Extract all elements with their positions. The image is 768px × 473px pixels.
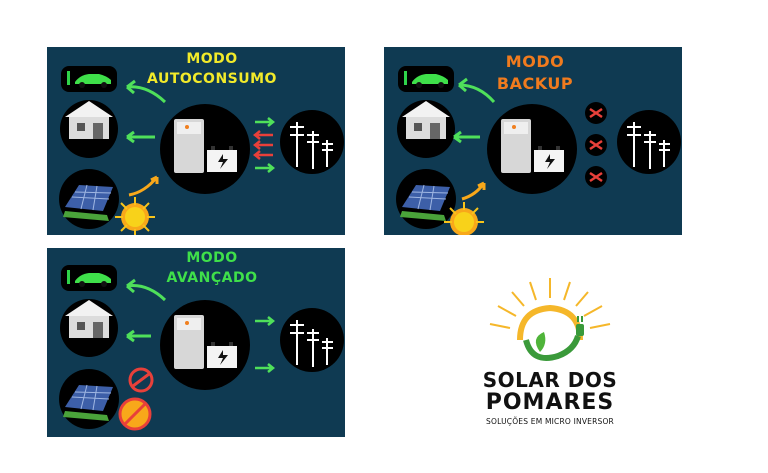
solar-dos-pomares-logo: SOLAR DOS POMARES SOLUÇÕES EM MICRO INVE…: [470, 268, 630, 438]
power-grid-icon: [617, 110, 681, 174]
grid-flow-arrows: [255, 118, 273, 172]
mode-word: MODO: [137, 248, 287, 268]
logo-line-2: POMARES: [470, 390, 630, 415]
logo-sun-icon: [470, 268, 630, 378]
mode-title: MODO AVANÇADO: [137, 248, 287, 288]
power-grid-icon: [280, 308, 344, 372]
ev-car-icon: [398, 66, 454, 92]
house-icon: [60, 100, 118, 158]
sun-to-inverter-arrow: [129, 177, 157, 195]
inverter-battery-icon: [160, 104, 250, 194]
mode-word: MODO: [460, 51, 610, 73]
mode-name: AVANÇADO: [137, 268, 287, 288]
house-icon: [397, 100, 455, 158]
sun-to-inverter-arrow: [462, 183, 484, 199]
blocked-icon: [130, 369, 152, 391]
flow-arrows: [127, 280, 165, 341]
sun-icon: [115, 197, 155, 235]
mode-name: BACKUP: [460, 73, 610, 95]
solar-panel-icon: [59, 369, 119, 429]
logo-tagline: SOLUÇÕES EM MICRO INVERSOR: [470, 417, 630, 426]
mode-name: AUTOCONSUMO: [137, 69, 287, 89]
ev-car-icon: [61, 66, 117, 92]
mode-word: MODO: [137, 49, 287, 69]
power-grid-icon: [280, 110, 344, 174]
sun-icon: [120, 399, 150, 429]
flow-arrows: [127, 81, 165, 142]
grid-flow-arrows: [255, 317, 273, 372]
panel-autoconsumo: MODO AUTOCONSUMO: [47, 47, 345, 235]
house-icon: [60, 299, 118, 357]
logo-line-1: SOLAR DOS: [470, 368, 630, 392]
inverter-battery-icon: [160, 300, 250, 390]
solar-panel-icon: [396, 169, 456, 229]
mode-title: MODO AUTOCONSUMO: [137, 49, 287, 89]
mode-title: MODO BACKUP: [460, 51, 610, 95]
solar-panel-icon: [59, 169, 119, 229]
panel-avancado: MODO AVANÇADO: [47, 248, 345, 437]
inverter-battery-icon: [487, 104, 577, 194]
panel-backup: MODO BACKUP: [384, 47, 682, 235]
ev-car-icon: [61, 265, 117, 291]
blocked-icon: [585, 102, 607, 188]
